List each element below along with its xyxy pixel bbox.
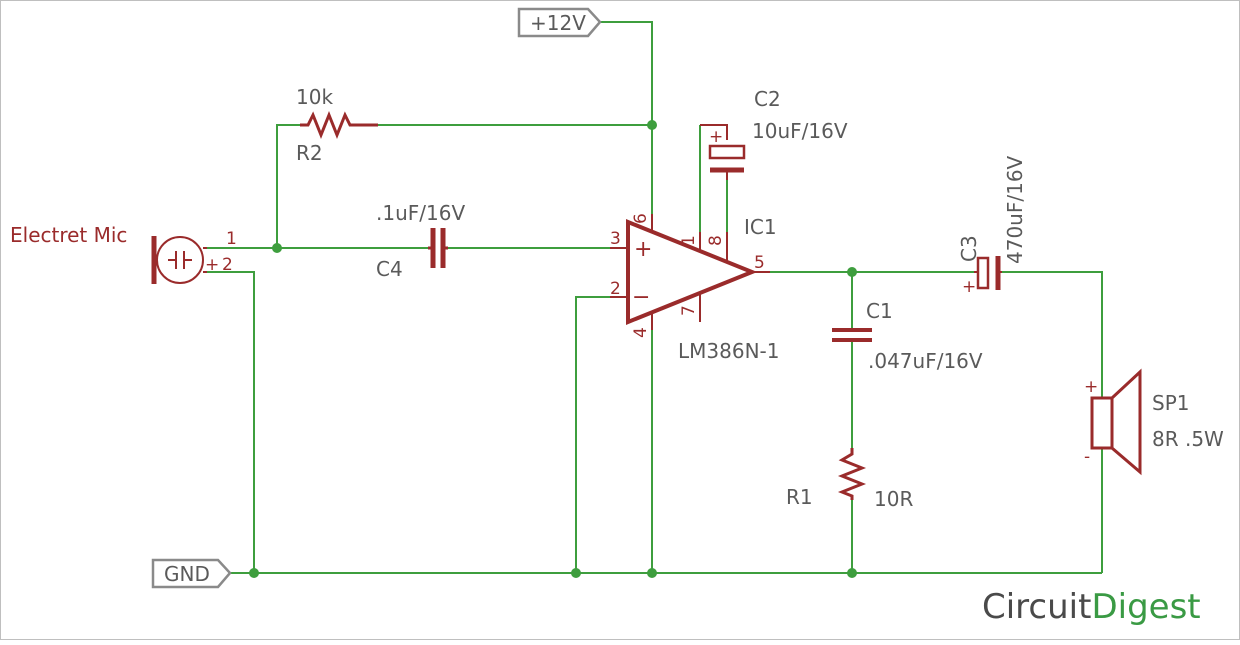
ic1-pin4: 4 <box>631 327 651 338</box>
ic1-pin8: 8 <box>706 235 726 246</box>
junction-dot <box>647 568 657 578</box>
junction-dot <box>847 267 857 277</box>
c4-value: .1uF/16V <box>376 201 465 225</box>
resistor-r2: 10k R2 <box>296 85 378 165</box>
r2-value: 10k <box>296 85 333 109</box>
ic1-pin1: 1 <box>679 235 699 246</box>
wire-c3-to-speaker <box>1002 271 1103 398</box>
junctions <box>249 120 857 578</box>
ic1-pin7: 7 <box>679 305 699 316</box>
wire-mic-gnd <box>207 271 255 573</box>
gnd-label: GND <box>164 562 210 586</box>
mic-plus: + <box>205 255 219 275</box>
ic1-part: LM386N-1 <box>678 339 779 363</box>
wire-vcc-to-pin6 <box>600 21 653 230</box>
vcc-label: +12V <box>530 11 586 35</box>
logo-part1: Circuit <box>982 587 1091 627</box>
sp1-value: 8R .5W <box>1152 427 1224 451</box>
c2-name: C2 <box>754 87 781 111</box>
ic1-plus-symbol: + <box>634 237 652 262</box>
capacitor-c1: C1 .047uF/16V <box>832 299 983 373</box>
sp1-name: SP1 <box>1152 391 1189 415</box>
capacitor-c3: + C3 470uF/16V <box>957 155 1027 297</box>
resistor-r1: R1 10R <box>786 448 913 511</box>
speaker-sp1: + - SP1 8R .5W <box>1084 368 1224 476</box>
c3-value: 470uF/16V <box>1003 155 1027 264</box>
c3-name: C3 <box>957 235 981 262</box>
ic1-pin5: 5 <box>754 253 765 273</box>
ic1-minus-symbol: − <box>632 285 650 310</box>
capacitor-c4: .1uF/16V C4 <box>376 201 465 281</box>
logo-text: CircuitDigest <box>982 587 1201 627</box>
c2-value: 10uF/16V <box>752 119 848 143</box>
electret-mic: Electret Mic 1 2 + <box>10 223 237 284</box>
ic1-name: IC1 <box>744 215 777 239</box>
c4-name: C4 <box>376 257 403 281</box>
gnd-port: GND <box>151 558 232 589</box>
c1-value: .047uF/16V <box>868 349 983 373</box>
junction-dot <box>571 568 581 578</box>
wires <box>207 21 1103 574</box>
r2-name: R2 <box>296 141 323 165</box>
logo-part2: Digest <box>1091 587 1200 627</box>
mic-pin1: 1 <box>226 229 237 249</box>
r1-name: R1 <box>786 485 813 509</box>
ic1-pin6: 6 <box>631 213 651 224</box>
junction-dot <box>272 243 282 253</box>
junction-dot <box>647 120 657 130</box>
opamp-ic1: + − 3 2 6 4 1 8 7 5 IC1 LM386N-1 <box>610 213 779 363</box>
c2-plus: + <box>709 127 723 147</box>
ic1-pin3: 3 <box>610 229 621 249</box>
capacitor-c2: + C2 10uF/16V <box>700 87 848 180</box>
wire-pin2-gnd <box>575 296 628 573</box>
ic1-pin2: 2 <box>610 279 621 299</box>
circuitdigest-logo: CircuitDigest <box>982 587 1201 627</box>
c3-plus: + <box>962 277 976 297</box>
vcc-port: +12V <box>517 7 602 38</box>
c1-name: C1 <box>866 299 893 323</box>
mic-pin2: 2 <box>222 255 233 275</box>
mic-title: Electret Mic <box>10 223 127 247</box>
sp1-minus: - <box>1084 447 1090 467</box>
junction-dot <box>249 568 259 578</box>
junction-dot <box>847 568 857 578</box>
wire-input-to-r2 <box>276 124 300 248</box>
r1-value: 10R <box>874 487 913 511</box>
sp1-plus: + <box>1084 377 1098 397</box>
